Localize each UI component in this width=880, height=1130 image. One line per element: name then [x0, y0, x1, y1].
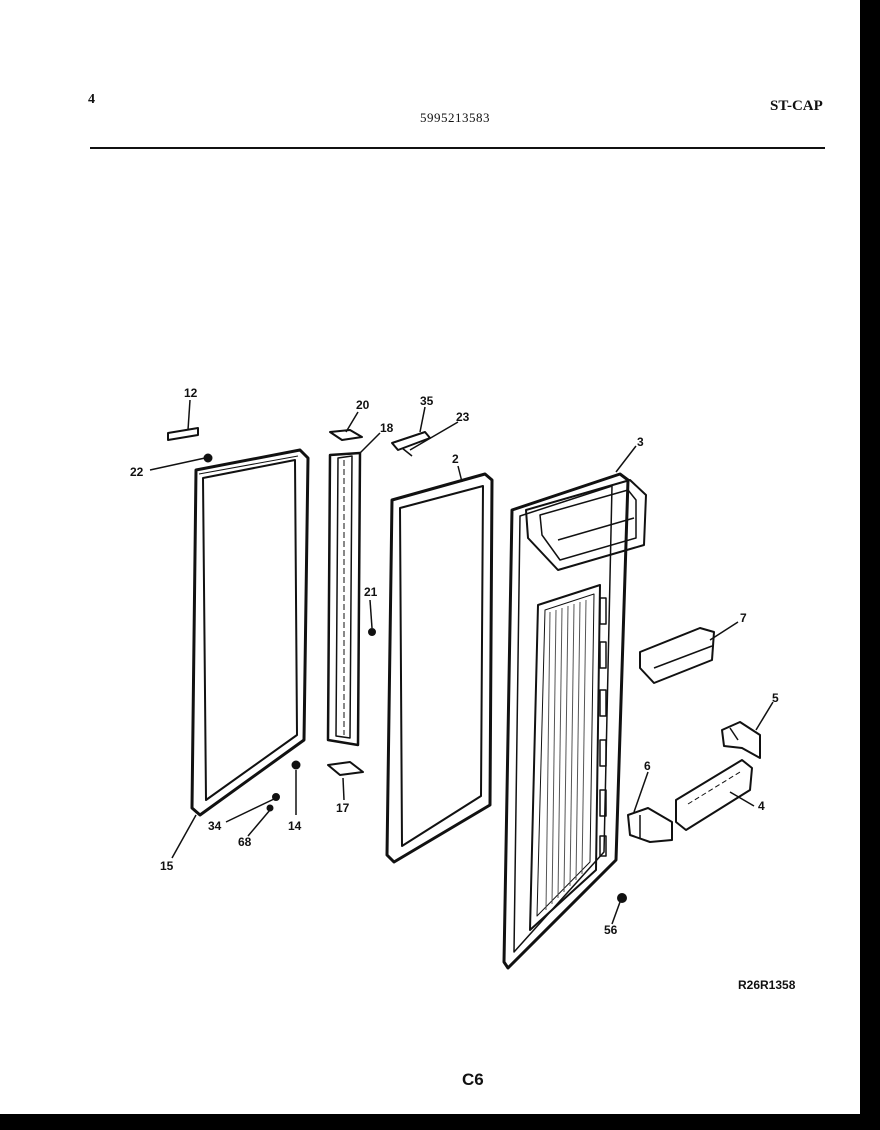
exploded-door-diagram: 12 22 20 18 35 23 2 3 21 7 5 6 4 14 17 3…	[130, 386, 779, 970]
callout-35: 35	[420, 394, 434, 408]
part-68-washer	[266, 804, 274, 812]
callout-21: 21	[364, 585, 378, 599]
callout-12: 12	[184, 386, 198, 400]
part-5-shelf-bracket	[721, 721, 761, 759]
header-page-number: 4	[88, 92, 95, 107]
part-34-screw	[272, 793, 280, 801]
scan-border-right	[860, 0, 880, 1130]
callout-7: 7	[740, 611, 747, 625]
part-3-inner-door-liner	[502, 472, 647, 970]
callout-6: 6	[644, 759, 651, 773]
callout-34: 34	[208, 819, 222, 833]
part-2-door-gasket	[385, 472, 494, 864]
part-15-door-gasket-frame	[190, 448, 310, 817]
header-model-code: ST-CAP	[770, 98, 823, 114]
header-rule	[90, 147, 825, 149]
leader-lines	[149, 399, 774, 925]
part-35-bracket	[391, 431, 431, 457]
part-20-top-plate	[329, 429, 363, 441]
callout-14: 14	[288, 819, 302, 833]
part-6-shelf-bracket	[627, 807, 673, 843]
scan-border-bottom	[0, 1114, 880, 1130]
callout-56: 56	[604, 923, 618, 937]
callout-4: 4	[758, 799, 765, 813]
parts-diagram-page: 4 5995213583 ST-CAP	[0, 0, 860, 1114]
header-part-number: 5995213583	[420, 110, 490, 125]
part-4-shelf-rail	[675, 759, 753, 831]
callout-20: 20	[356, 398, 370, 412]
callout-23: 23	[456, 410, 470, 424]
part-7-door-shelf	[639, 627, 715, 684]
callout-5: 5	[772, 691, 779, 705]
callout-labels: 12 22 20 18 35 23 2 3 21 7 5 6 4 14 17 3…	[130, 386, 779, 937]
part-17-bottom-plate	[327, 761, 364, 776]
callout-2: 2	[452, 452, 459, 466]
part-14-grommet	[291, 760, 301, 770]
part-21-screw	[368, 628, 376, 636]
callout-3: 3	[637, 435, 644, 449]
part-18-handle-bar	[326, 451, 362, 747]
callout-68: 68	[238, 835, 252, 849]
page-id: C6	[462, 1070, 484, 1089]
callout-22: 22	[130, 465, 144, 479]
callout-15: 15	[160, 859, 174, 873]
part-12-clip	[167, 427, 199, 441]
part-22-screw	[203, 453, 213, 463]
part-56-screw	[617, 893, 627, 903]
callout-18: 18	[380, 421, 394, 435]
callout-17: 17	[336, 801, 350, 815]
figure-code: R26R1358	[738, 978, 796, 992]
